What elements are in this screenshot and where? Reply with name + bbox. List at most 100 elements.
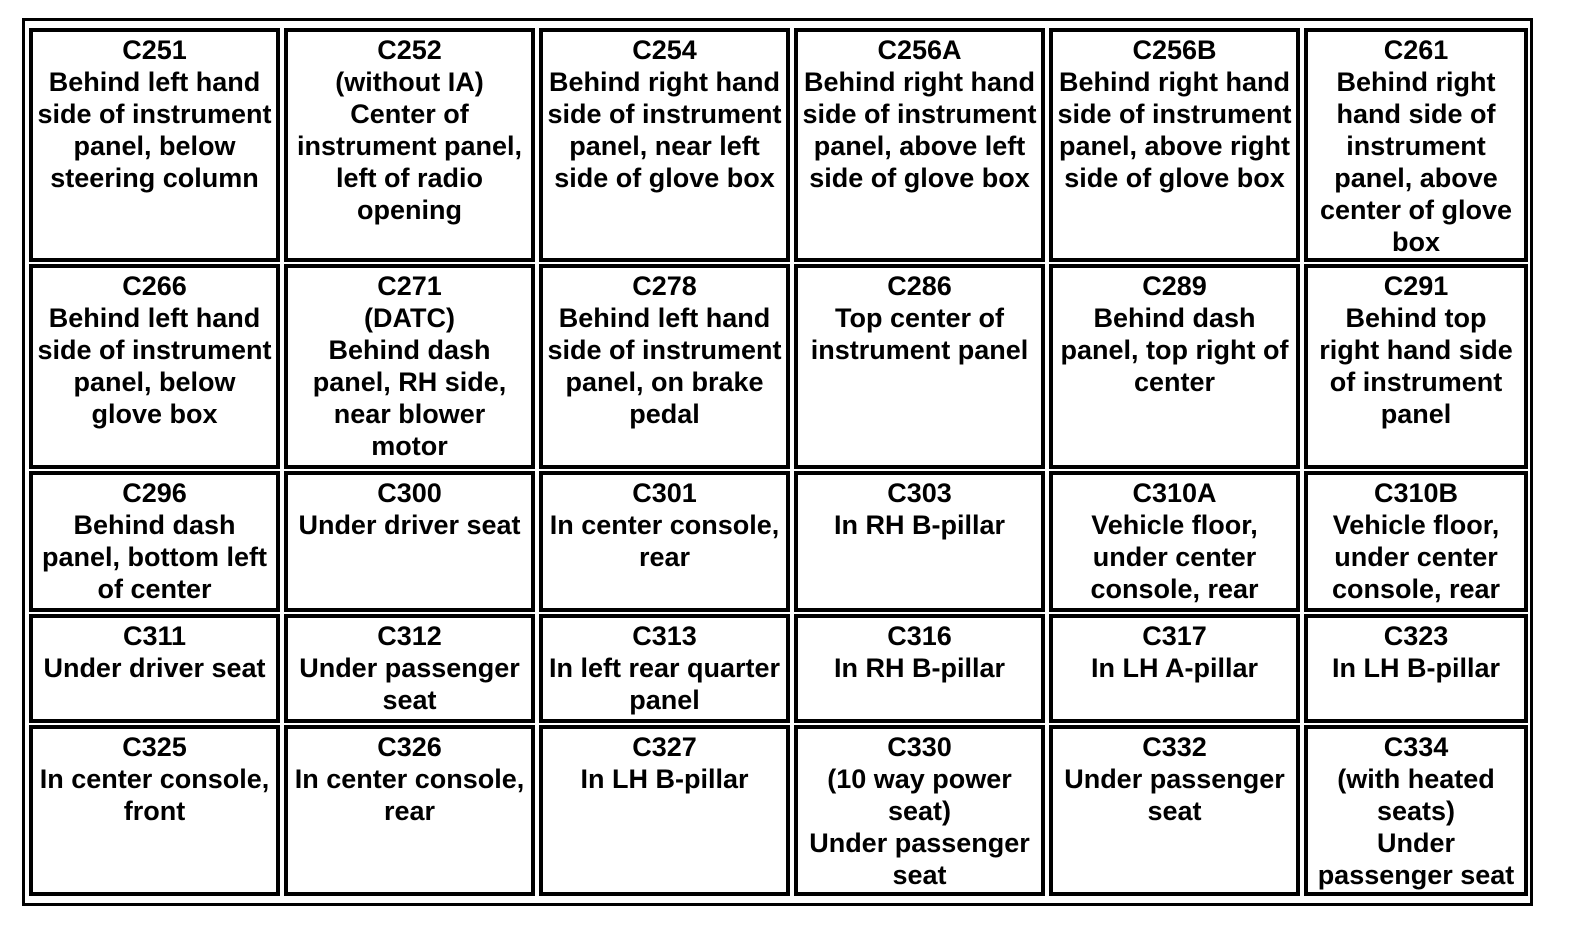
connector-id: C251 [122, 35, 187, 65]
connector-location-text: In RH B-pillar [833, 510, 1005, 540]
connector-location-text: side of instrument [37, 99, 272, 129]
connector-location-text: seat [382, 685, 437, 715]
connector-id: C271 [377, 271, 442, 301]
connector-location-text: side of glove box [554, 163, 775, 193]
connector-id: C313 [632, 621, 697, 651]
connector-location-text: glove box [91, 399, 218, 429]
connector-location-text: In RH B-pillar [833, 653, 1005, 683]
connector-location-text: (10 way power [827, 764, 1012, 794]
connector-location-text: panel, bottom left [42, 542, 267, 572]
connector-location-text: Behind dash [328, 335, 491, 365]
connector-location-text: of center [97, 574, 212, 604]
connector-location-text: In center console, [294, 764, 525, 794]
connector-location-text: rear [383, 796, 436, 826]
connector-location-text: motor [371, 431, 448, 461]
connector-location-text: Behind top [1345, 303, 1487, 333]
connector-location-text: panel [1380, 399, 1452, 429]
connector-location-text: Top center of [834, 303, 1004, 333]
connector-location-table [22, 18, 1533, 906]
connector-location-text: of instrument [1329, 367, 1503, 397]
connector-location-text: pedal [629, 399, 700, 429]
connector-location-text: seat) [887, 796, 952, 826]
connector-id: C326 [377, 732, 442, 762]
connector-location-text: panel, below [73, 131, 236, 161]
connector-location-text: panel, above left [813, 131, 1026, 161]
connector-location-text: side of instrument [1057, 99, 1292, 129]
connector-id: C310A [1132, 478, 1217, 508]
connector-id: C334 [1383, 732, 1449, 762]
connector-location-text: seat [892, 860, 947, 890]
connector-location-text: panel, near left [569, 131, 760, 161]
connector-location-text: Under [1376, 828, 1455, 858]
connector-location-text: steering column [50, 163, 259, 193]
connector-location-text: Behind right hand [804, 67, 1035, 97]
connector-location-text: center of glove [1319, 195, 1513, 225]
connector-location-text: right hand side [1319, 335, 1513, 365]
connector-id: C330 [887, 732, 952, 762]
connector-location-text: console, rear [1090, 574, 1259, 604]
connector-location-text: center [1133, 367, 1216, 397]
connector-location-text: opening [357, 195, 462, 225]
connector-location-text: panel, top right of [1060, 335, 1289, 365]
connector-id: C254 [632, 35, 697, 65]
connector-location-text: Behind left hand [558, 303, 771, 333]
connector-location-text: under center [1334, 542, 1498, 572]
connector-location-text: Under driver seat [298, 510, 521, 540]
connector-id: C332 [1142, 732, 1207, 762]
connector-location-text: In center console, [549, 510, 780, 540]
connector-location-text: side of instrument [37, 335, 272, 365]
connector-location-text: In left rear quarter [548, 653, 781, 683]
connector-id: C266 [122, 271, 187, 301]
connector-location-text: Behind left hand [48, 67, 261, 97]
connector-location-text: Behind left hand [48, 303, 261, 333]
connector-location-text: (without IA) [335, 67, 484, 97]
connector-id: C311 [122, 621, 187, 651]
connector-id: C327 [632, 732, 697, 762]
connector-location-text: panel, above right [1058, 131, 1291, 161]
connector-location-text: instrument panel, [296, 131, 523, 161]
connector-location-text: instrument [1346, 131, 1486, 161]
connector-location-text: side of glove box [1064, 163, 1285, 193]
connector-location-text: seat [1147, 796, 1202, 826]
connector-location-text: front [123, 796, 186, 826]
connector-id: C289 [1142, 271, 1207, 301]
connector-location-text: (with heated [1337, 764, 1495, 794]
connector-id: C261 [1383, 35, 1449, 65]
connector-location-text: Behind right hand [549, 67, 780, 97]
connector-id: C256B [1132, 35, 1217, 65]
connector-location-text: console, rear [1331, 574, 1501, 604]
connector-location-text: In center console, [39, 764, 270, 794]
connector-location-text: (DATC) [364, 303, 455, 333]
connector-id: C325 [122, 732, 187, 762]
connector-id: C301 [632, 478, 697, 508]
connector-location-text: passenger seat [1317, 860, 1515, 890]
connector-location-text: panel [629, 685, 700, 715]
connector-id: C286 [887, 271, 952, 301]
connector-location-text: box [1391, 227, 1440, 257]
connector-location-text: left of radio [336, 163, 483, 193]
connector-location-text: rear [638, 542, 691, 572]
